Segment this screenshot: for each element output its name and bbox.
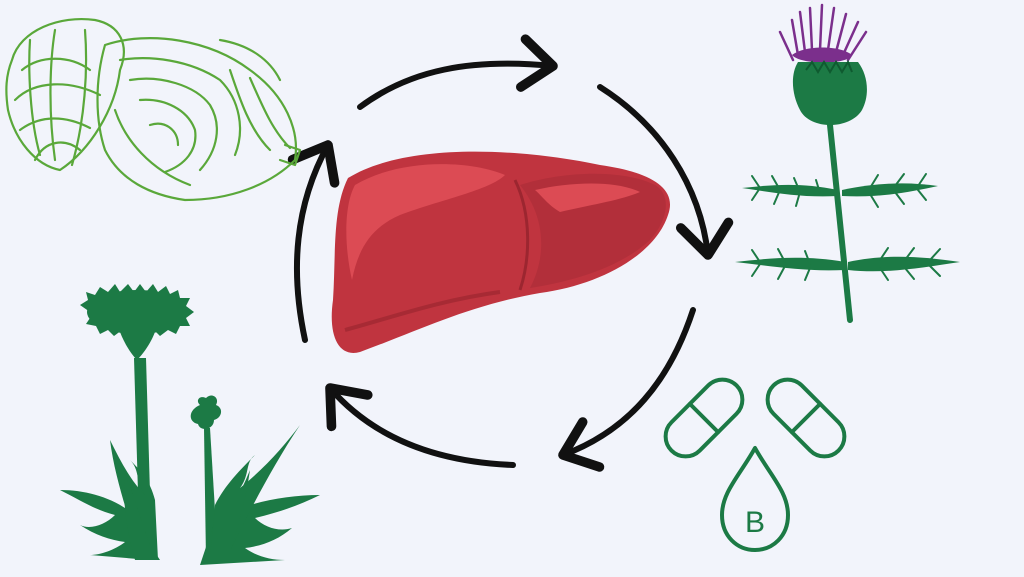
liver-icon (331, 151, 671, 353)
vitamin-b-capsules-icon (663, 377, 847, 552)
arrow-bottom (558, 307, 696, 472)
vitamin-b-label: B (745, 506, 765, 539)
arrow-top (357, 34, 558, 110)
arrow-left-bottom (325, 383, 516, 468)
thistle-leaves (735, 183, 960, 272)
arrow-right (597, 84, 734, 260)
artichoke-icon (5, 18, 302, 202)
milk-thistle-icon (735, 3, 960, 323)
capsule-right (765, 377, 847, 459)
dandelion-icon (60, 284, 320, 565)
circular-arrows-icon (287, 34, 734, 472)
dandelion-puff (80, 284, 194, 336)
arrow-left (287, 140, 340, 343)
vitamin-drop (720, 446, 790, 552)
capsule-left (663, 377, 745, 459)
